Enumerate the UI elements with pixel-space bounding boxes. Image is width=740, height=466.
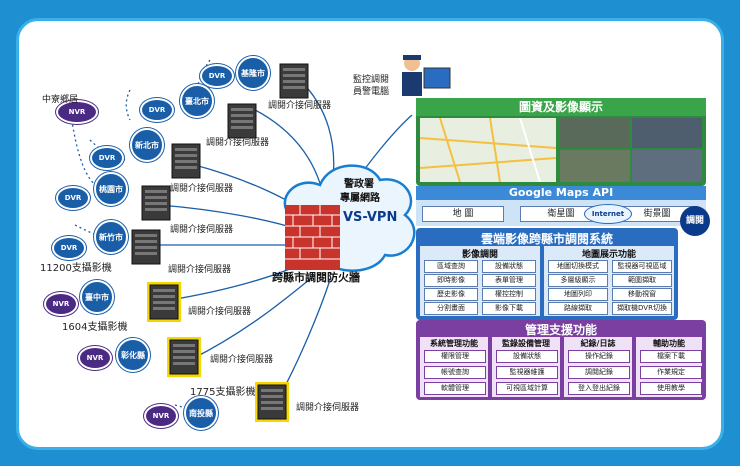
video-thumb-1 <box>560 118 630 148</box>
city-changhua: 彰化縣 <box>116 338 150 372</box>
officer-icon <box>402 55 451 96</box>
sys-function-item: 帳號查詢 <box>424 366 486 379</box>
video-function-item: 即時影像 <box>424 274 478 287</box>
server-label: 調閱介接伺服器 <box>210 355 274 365</box>
video-thumb-2 <box>632 118 702 148</box>
mon-function-item: 可視區域計算 <box>496 382 558 395</box>
video-function-item: 分割畫面 <box>424 302 478 315</box>
count-changhua: 1604支攝影機 <box>62 322 128 333</box>
city-keelung: 基隆市 <box>236 56 270 90</box>
management-title: 管理支援功能 <box>524 323 597 337</box>
map-title: 地圖展示功能 <box>581 250 636 260</box>
cloud-line1: 警政署 <box>344 179 374 190</box>
video-title: 影像調閱 <box>461 250 498 260</box>
server-label: 調閱介接伺服器 <box>168 265 232 275</box>
link-changhua <box>189 274 316 361</box>
mon-function-item: 監視器維護 <box>496 366 558 379</box>
map-function-item: 擷取機DVR切換 <box>612 302 672 315</box>
video-thumb-4 <box>632 150 702 182</box>
map-tabs: 地 圖 衛星圖 街景圖 Internet <box>416 200 706 226</box>
map-function-item: 範圍擷取 <box>612 274 672 287</box>
dvr-hsinchu: DVR <box>52 236 86 260</box>
mon-title: 監錄設備管理 <box>502 339 550 348</box>
sys-function-item: 軟體管理 <box>424 382 486 395</box>
officer-line1: 監控調閱 <box>353 75 390 85</box>
map-function-item: 監視器可視區域 <box>612 260 672 273</box>
display-title: 圖資及影像顯示 <box>416 98 706 116</box>
video-function-item: 權控控制 <box>482 288 536 301</box>
city-newtaipei: 新北市 <box>130 128 164 162</box>
city-nantou: 南投縣 <box>184 396 218 430</box>
firewall-label: 跨縣市調閱防火牆 <box>272 271 360 284</box>
video-function-item: 影像下載 <box>482 302 536 315</box>
server-label: 調閱介接伺服器 <box>170 225 234 235</box>
cloud-vpn: VS-VPN <box>343 210 398 225</box>
log-title: 紀錄/日誌 <box>580 339 616 348</box>
aux-function-item: 作業規定 <box>640 366 702 379</box>
server-label: 調閱介接伺服器 <box>268 101 332 111</box>
map-screenshot <box>419 117 557 183</box>
dvr-taoyuan: DVR <box>56 186 90 210</box>
link-nantou <box>274 279 331 406</box>
log-function-item: 調閱紀錄 <box>568 366 630 379</box>
aux-function-item: 檔案下載 <box>640 350 702 363</box>
map-function-item: 移動視窗 <box>612 288 672 301</box>
sys-title: 系統管理功能 <box>430 339 478 348</box>
video-thumb-3 <box>560 150 630 182</box>
video-function-item: 設備狀態 <box>482 260 536 273</box>
server-label: 調閱介接伺服器 <box>206 138 270 148</box>
count-nantou: 1775支攝影機 <box>190 387 256 398</box>
server-label: 調閱介接伺服器 <box>188 307 252 317</box>
nvr-changhua: NVR <box>78 346 112 370</box>
mon-function-item: 設備狀態 <box>496 350 558 363</box>
server-label: 調閱介接伺服器 <box>296 403 360 413</box>
tab-map[interactable]: 地 圖 <box>422 206 504 222</box>
dvr-newtaipei: DVR <box>90 146 124 170</box>
display-panel: 圖資及影像顯示 <box>416 98 706 186</box>
city-taoyuan: 桃園市 <box>94 172 128 206</box>
officer-line2: 員警電腦 <box>353 87 390 97</box>
sys-function-item: 權限管理 <box>424 350 486 363</box>
count-taichung: 11200支攝影機 <box>40 263 112 274</box>
aux-title: 輔助功能 <box>653 339 685 348</box>
map-function-item: 地圖列印 <box>548 288 608 301</box>
access-tag: 調閱 <box>680 206 710 236</box>
video-function-item: 歷史影像 <box>424 288 478 301</box>
nvr-nantou: NVR <box>144 404 178 428</box>
dvr-taipei: DVR <box>140 98 174 122</box>
dvr-keelung: DVR <box>200 64 234 88</box>
cloud-line2: 專屬網路 <box>340 193 380 204</box>
map-function-item: 多層級顯示 <box>548 274 608 287</box>
google-bar: Google Maps API <box>416 186 706 200</box>
nvr-taichung: NVR <box>44 292 78 316</box>
video-function-item: 表單管理 <box>482 274 536 287</box>
video-function-item: 區域查詢 <box>424 260 478 273</box>
server-label: 調閱介接伺服器 <box>170 184 234 194</box>
city-taichung: 臺中市 <box>80 280 114 314</box>
internet-badge: Internet <box>584 204 632 224</box>
log-function-item: 操作紀錄 <box>568 350 630 363</box>
node-label-top: 中寮鄉居 <box>42 95 79 105</box>
firewall-icon <box>285 205 340 270</box>
city-taipei: 臺北市 <box>180 84 214 118</box>
map-function-item: 地圖切換模式 <box>548 260 608 273</box>
system-title: 雲端影像跨縣市調閱系統 <box>480 232 613 246</box>
aux-function-item: 使用教學 <box>640 382 702 395</box>
map-function-item: 路線擷取 <box>548 302 608 315</box>
node-nvr-top: NVR <box>56 100 98 124</box>
log-function-item: 登入登出紀錄 <box>568 382 630 395</box>
tab-satellite[interactable]: 衛星圖 <box>520 206 602 222</box>
city-hsinchu: 新竹市 <box>94 220 128 254</box>
